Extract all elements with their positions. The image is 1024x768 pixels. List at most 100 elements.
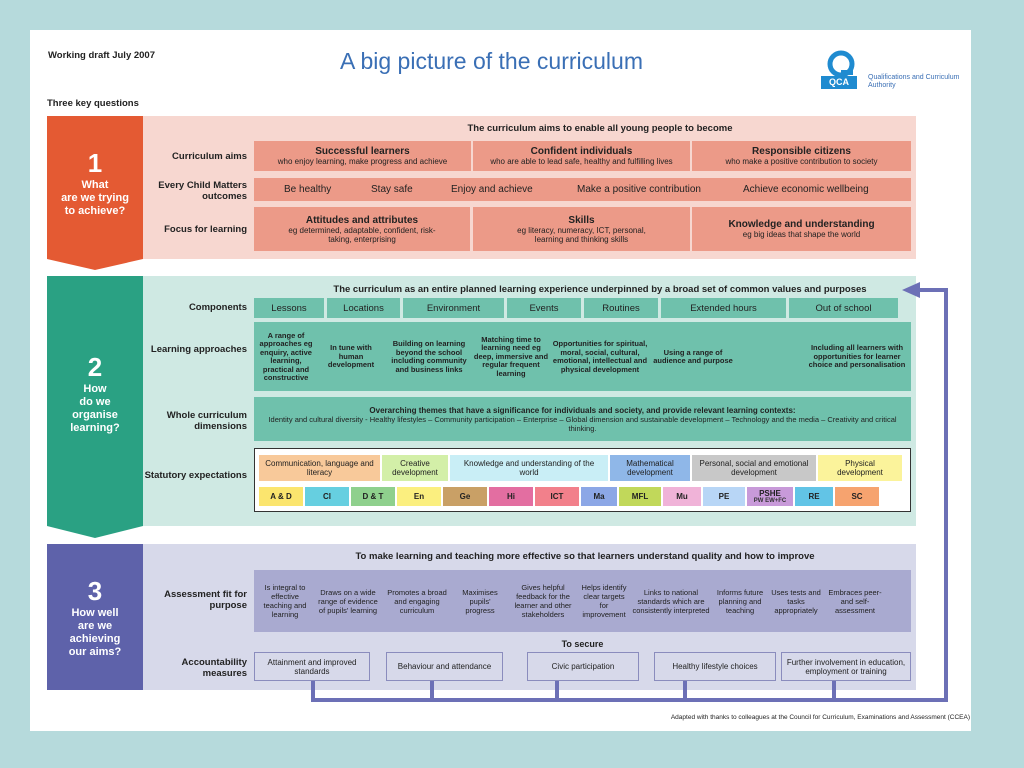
component-box: Extended hours bbox=[661, 298, 786, 318]
aim-desc: who make a positive contribution to soci… bbox=[725, 157, 878, 166]
ecm-label: Every Child Matters outcomes bbox=[158, 180, 247, 202]
assessment-cell: Gives helpful feedback for the learner a… bbox=[514, 583, 572, 619]
whole-curriculum-box: Overarching themes that have a significa… bbox=[254, 397, 911, 441]
assessment-cell: Promotes a broad and engaging curriculum bbox=[387, 587, 447, 615]
assessment-cell: Helps identify clear targets for improve… bbox=[581, 583, 627, 619]
subject-label: Hi bbox=[507, 492, 515, 501]
assessment-cell: Embraces peer- and self-assessment bbox=[828, 587, 882, 615]
statutory-label: Statutory expectations bbox=[144, 470, 247, 481]
subject-box: A & D bbox=[259, 487, 303, 506]
subject-box: Ge bbox=[443, 487, 487, 506]
measure-box: Behaviour and attendance bbox=[386, 652, 503, 681]
three-key-questions-label: Three key questions bbox=[47, 98, 139, 109]
subject-box: D & T bbox=[351, 487, 395, 506]
ecm-item: Be healthy bbox=[284, 184, 332, 195]
section-1-question: What are we trying to achieve? bbox=[61, 179, 129, 217]
section-2-tab: 2 How do we organise learning? bbox=[47, 352, 143, 435]
learning-area-box: Creative development bbox=[382, 455, 448, 481]
page-title: A big picture of the curriculum bbox=[340, 48, 643, 74]
measure-box: Civic participation bbox=[527, 652, 639, 681]
section-1-arrow-shape bbox=[47, 116, 143, 270]
subject-box: PE bbox=[703, 487, 745, 506]
component-box: Environment bbox=[403, 298, 504, 318]
learning-area-box: Personal, social and emotional developme… bbox=[692, 455, 816, 481]
component-box: Locations bbox=[327, 298, 400, 318]
learning-area-box: Communication, language and literacy bbox=[259, 455, 380, 481]
curriculum-aims-label: Curriculum aims bbox=[172, 151, 247, 162]
subject-label: PSHE bbox=[759, 489, 781, 498]
whole-curriculum-label: Whole curriculum dimensions bbox=[166, 410, 247, 432]
section-2-question: How do we organise learning? bbox=[70, 383, 120, 434]
measure-box: Attainment and improved standards bbox=[254, 652, 370, 681]
subject-label: Mu bbox=[676, 492, 688, 501]
logo-letters: QCA bbox=[821, 76, 857, 89]
subject-box: ICT bbox=[535, 487, 579, 506]
subject-label: A & D bbox=[270, 492, 292, 501]
section-1-tab: 1 What are we trying to achieve? bbox=[47, 148, 143, 218]
assessment-row: Is integral to effective teaching and le… bbox=[254, 570, 911, 632]
subject-box: Cl bbox=[305, 487, 349, 506]
assessment-cell: Informs future planning and teaching bbox=[716, 587, 764, 615]
logo-text: Qualifications and Curriculum Authority bbox=[868, 74, 960, 89]
subject-label: En bbox=[413, 492, 425, 501]
focus-title: Attitudes and attributes bbox=[305, 214, 419, 226]
component-box: Routines bbox=[584, 298, 658, 318]
aim-title: Responsible citizens bbox=[752, 146, 851, 157]
subject-label: RE bbox=[808, 492, 820, 501]
approach-cell: In tune with human development bbox=[327, 343, 375, 370]
subject-box: Mu bbox=[663, 487, 701, 506]
subject-label: PE bbox=[718, 492, 730, 501]
focus-desc: eg big ideas that shape the world bbox=[742, 230, 861, 239]
subject-label: D & T bbox=[362, 492, 384, 501]
ecm-item: Enjoy and achieve bbox=[451, 184, 533, 195]
subject-label: SC bbox=[851, 492, 863, 501]
subject-label: Ge bbox=[459, 492, 471, 501]
focus-label: Focus for learning bbox=[164, 224, 247, 235]
component-box: Out of school bbox=[789, 298, 898, 318]
learning-area-box: Mathematical development bbox=[610, 455, 690, 481]
subject-box: MFL bbox=[619, 487, 661, 506]
approach-cell: A range of approaches eg enquiry, active… bbox=[259, 330, 313, 382]
subject-label: MFL bbox=[631, 492, 649, 501]
section-3-banner: To make learning and teaching more effec… bbox=[355, 551, 815, 562]
section-3-number: 3 bbox=[87, 576, 103, 606]
ecm-item: Achieve economic wellbeing bbox=[743, 184, 869, 195]
assessment-cell: Draws on a wide range of evidence of pup… bbox=[318, 587, 378, 615]
ecm-item: Stay safe bbox=[371, 184, 413, 195]
aim-title: Successful learners bbox=[315, 146, 410, 157]
assessment-cell: Maximises pupils' progress bbox=[462, 587, 498, 615]
section-2-banner: The curriculum as an entire planned lear… bbox=[333, 284, 867, 295]
subject-box: Ma bbox=[581, 487, 617, 506]
component-box: Events bbox=[507, 298, 581, 318]
section-2-number: 2 bbox=[87, 352, 103, 382]
ecm-row bbox=[254, 178, 911, 201]
footer-credit: Adapted with thanks to colleagues at the… bbox=[670, 714, 970, 721]
subject-box: RE bbox=[795, 487, 833, 506]
subject-box: Hi bbox=[489, 487, 533, 506]
subject-label: ICT bbox=[550, 492, 564, 501]
ecm-item: Make a positive contribution bbox=[577, 184, 701, 195]
subject-box: SC bbox=[835, 487, 879, 506]
focus-desc: eg literacy, numeracy, ICT, personal, le… bbox=[517, 225, 646, 244]
approach-cell: Opportunities for spiritual, moral, soci… bbox=[552, 339, 648, 374]
qca-logo-icon bbox=[827, 50, 855, 78]
component-box: Lessons bbox=[254, 298, 324, 318]
measure-box: Healthy lifestyle choices bbox=[654, 652, 776, 681]
approach-cell: Matching time to learning need eg deep, … bbox=[473, 334, 549, 378]
pshe-sub-label: PW EW+FC bbox=[753, 498, 787, 504]
assessment-label: Assessment fit for purpose bbox=[164, 589, 247, 611]
section-3-shape bbox=[47, 544, 143, 690]
aim-desc: who are able to lead safe, healthy and f… bbox=[490, 157, 673, 166]
components-label: Components bbox=[188, 302, 247, 313]
focus-desc: eg determined, adaptable, confident, ris… bbox=[288, 225, 436, 244]
measures-row: Attainment and improved standards Behavio… bbox=[254, 652, 911, 681]
subject-label: Cl bbox=[323, 492, 331, 501]
section-3-question: How well are we achieving our aims? bbox=[68, 607, 122, 658]
